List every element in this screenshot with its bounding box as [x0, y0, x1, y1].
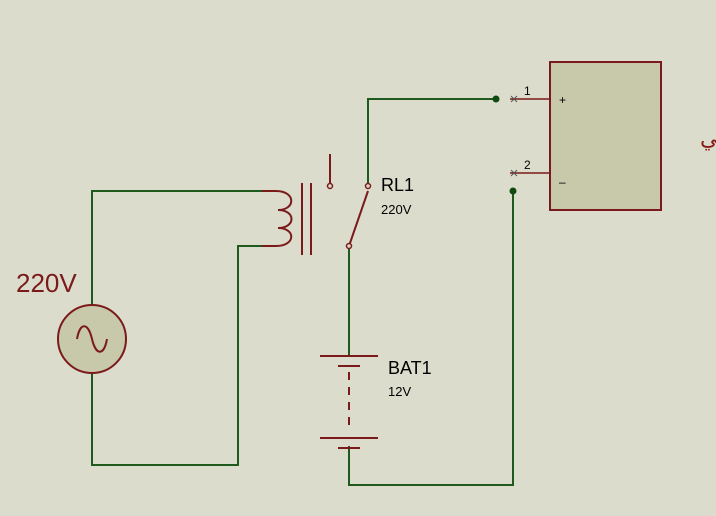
relay-switch-arm	[348, 190, 369, 247]
relay-common-terminal	[345, 242, 353, 250]
solar-panel-body	[549, 61, 662, 211]
junction-dot-pin1	[492, 95, 500, 103]
wire-source-to-coil-bottom[interactable]	[91, 245, 262, 466]
battery-name-label: BAT1	[388, 358, 432, 378]
relay-nc-terminal	[326, 182, 334, 190]
battery-voltage-label: 12V	[388, 384, 411, 399]
sine-wave-icon	[76, 325, 108, 353]
wire-battery-to-panel-pin2[interactable]	[348, 191, 514, 486]
solar-panel-pin2-number: 2	[524, 158, 531, 172]
wires	[91, 98, 514, 486]
pin2-marker-b	[510, 169, 518, 177]
ac-source-label: 220V	[16, 268, 77, 298]
solar-panel-title: اللوح الشمسي	[700, 126, 716, 151]
relay-name-label: RL1	[381, 175, 414, 195]
battery-bat1[interactable]	[320, 355, 378, 449]
relay-rl1[interactable]	[262, 154, 372, 255]
ac-source[interactable]	[57, 304, 127, 374]
relay-no-terminal	[364, 182, 372, 190]
pin1-marker-b	[510, 95, 518, 103]
junction-dot-pin2	[509, 187, 517, 195]
solar-panel-minus-sign: –	[559, 175, 566, 189]
relay-coil	[262, 190, 293, 247]
relay-rating-label: 220V	[381, 202, 412, 217]
wire-source-to-coil-top[interactable]	[91, 190, 262, 306]
solar-panel[interactable]	[510, 61, 662, 211]
solar-panel-pin1-number: 1	[524, 84, 531, 98]
solar-panel-plus-sign: +	[559, 93, 566, 107]
wire-relay-to-panel-pin1[interactable]	[367, 98, 496, 184]
